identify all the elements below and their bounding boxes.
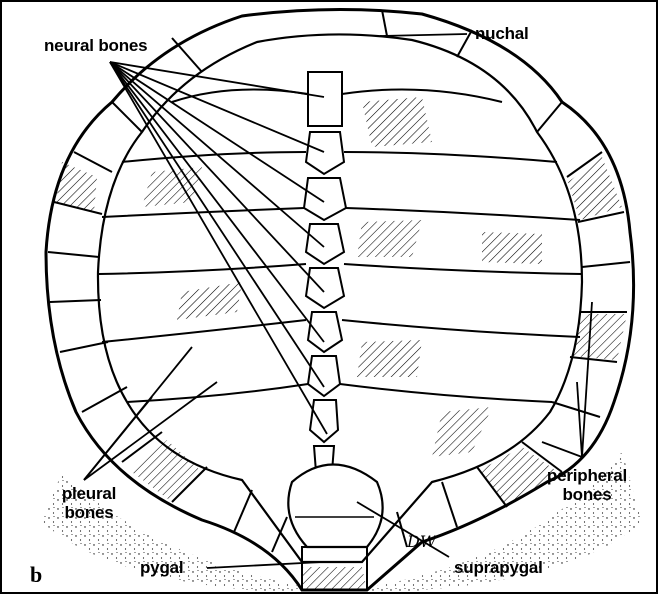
artist-signature: DW (406, 532, 438, 551)
label-pleural-bones: pleural bones (44, 484, 134, 522)
label-pleural-line2: bones (44, 503, 134, 522)
suprapygal-bone (288, 465, 382, 548)
label-pygal: pygal (140, 558, 183, 577)
panel-letter: b (30, 562, 42, 588)
label-peripheral-bones: peripheral bones (532, 466, 642, 504)
label-peripheral-line2: bones (532, 485, 642, 504)
label-peripheral-line1: peripheral (532, 466, 642, 485)
label-nuchal: nuchal (475, 24, 529, 43)
label-neural-bones: neural bones (44, 36, 147, 55)
label-suprapygal: suprapygal (454, 558, 543, 577)
label-pleural-line1: pleural (44, 484, 134, 503)
